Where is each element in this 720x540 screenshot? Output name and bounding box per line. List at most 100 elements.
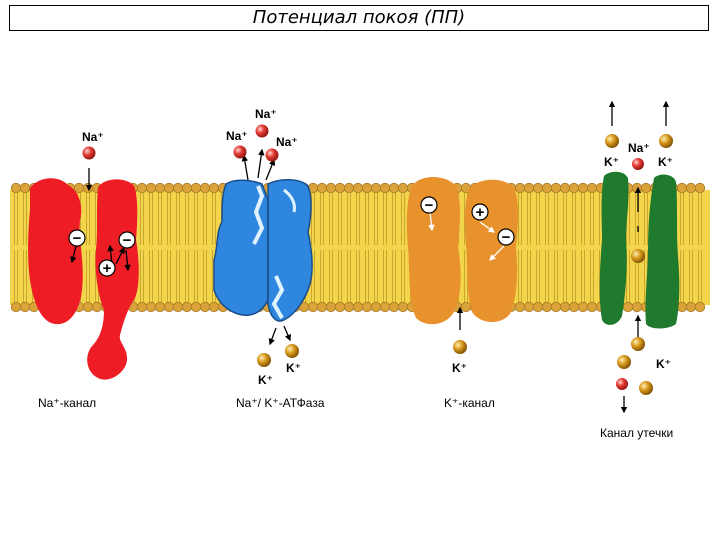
charge-minus: − [68, 229, 86, 247]
arrow-red-1 [70, 245, 77, 264]
lipid-head [334, 182, 346, 194]
lipid-head [172, 301, 184, 313]
ion-label-na: Na⁺ [628, 141, 650, 155]
ion-label-k: K⁺ [658, 155, 673, 169]
k-ion [605, 134, 619, 148]
lipid-head [586, 301, 598, 313]
lipid-head [91, 301, 103, 313]
lipid-head [145, 182, 157, 194]
lipid-head [190, 182, 202, 194]
lipid-head [559, 301, 571, 313]
k-ion [285, 344, 299, 358]
lipid-head [541, 182, 553, 194]
charge-minus-text: − [425, 197, 434, 214]
lipid-head [370, 301, 382, 313]
na-ion [82, 146, 96, 160]
lipid-head [685, 182, 697, 194]
lipid-head [208, 301, 220, 313]
lipid-head [325, 301, 337, 313]
na-k-atpase [213, 179, 313, 322]
caption-na-channel: Na⁺-канал [38, 396, 96, 410]
ion-label-k: K⁺ [258, 373, 273, 387]
arrow-orange-2 [479, 221, 496, 233]
arrow-atpase-na-out-2 [257, 148, 265, 179]
lipid-head [199, 182, 211, 194]
charge-plus: + [98, 259, 116, 277]
lipid-head [181, 182, 193, 194]
lipid-head [361, 182, 373, 194]
arrow-red-4 [124, 249, 131, 272]
lipid-head [577, 301, 589, 313]
ion-label-na: Na⁺ [226, 129, 248, 143]
caption-na-k-atpase: Na⁺/ K⁺-АТФаза [236, 396, 325, 410]
lipid-head [397, 301, 409, 313]
lipid-head [388, 182, 400, 194]
arrow-orange-1 [428, 211, 435, 232]
ion-label-na: Na⁺ [276, 135, 298, 149]
lipid-head [343, 301, 355, 313]
lipid-head [307, 301, 319, 313]
ions [82, 124, 673, 395]
lipid-head [316, 301, 328, 313]
lipid-head [460, 301, 472, 313]
charge-arrows [70, 211, 505, 272]
lipid-head [208, 182, 220, 194]
lipid-head [676, 182, 688, 194]
k-ion [617, 355, 631, 369]
leak-channel [599, 171, 680, 329]
charge-minus-text: − [73, 230, 82, 247]
arrow-atpase-na-out-1 [241, 154, 249, 181]
captions: Na⁺-канал Na⁺/ K⁺-АТФаза K⁺-канал Канал … [38, 396, 673, 440]
lipid-head [154, 182, 166, 194]
lipid-head [361, 301, 373, 313]
ion-label-k: K⁺ [286, 361, 301, 375]
lipid-head [154, 301, 166, 313]
lipid-head [163, 301, 175, 313]
lipid-head [163, 182, 175, 194]
lipid-head [586, 182, 598, 194]
k-ion [453, 340, 467, 354]
lipid-head [568, 301, 580, 313]
lipid-head [343, 182, 355, 194]
lipid-head [136, 182, 148, 194]
lipid-head [550, 182, 562, 194]
lipid-head [550, 301, 562, 313]
lipid-head [10, 301, 22, 313]
ion-label-k: K⁺ [452, 361, 467, 375]
lipid-head [532, 301, 544, 313]
lipid-head [181, 301, 193, 313]
na-ion [632, 158, 644, 170]
ion-label-k: K⁺ [656, 357, 671, 371]
lipid-head [559, 182, 571, 194]
lipid-head [577, 182, 589, 194]
lipid-head [640, 182, 652, 194]
lipid-head [10, 182, 22, 194]
lipid-head [694, 182, 706, 194]
lipid-head [82, 301, 94, 313]
charges: − − + − + − [68, 196, 515, 277]
ion-label-k: K⁺ [604, 155, 619, 169]
lipid-head [541, 301, 553, 313]
lipid-head [685, 301, 697, 313]
lipid-head [325, 182, 337, 194]
lipid-head [136, 301, 148, 313]
lipid-head [622, 301, 634, 313]
charge-minus: − [497, 228, 515, 246]
lipid-head [514, 182, 526, 194]
k-ion [639, 381, 653, 395]
arrow-orange-3 [489, 245, 505, 261]
page-title: Потенциал покоя (ПП) [252, 7, 466, 28]
arrow-atpase-k-in-2 [283, 325, 291, 342]
lipid-head [352, 182, 364, 194]
na-channel [28, 178, 139, 380]
lipid-head [190, 301, 202, 313]
lipid-head [694, 301, 706, 313]
lipid-head [379, 301, 391, 313]
lipid-head [514, 301, 526, 313]
lipid-head [199, 301, 211, 313]
lipid-head [316, 182, 328, 194]
k-ion [631, 249, 645, 263]
lipid-head [523, 182, 535, 194]
lipid-head [370, 182, 382, 194]
ion-labels: Na⁺ Na⁺ Na⁺ Na⁺ K⁺ K⁺ K⁺ K⁺ Na⁺ K⁺ K⁺ [82, 107, 673, 387]
